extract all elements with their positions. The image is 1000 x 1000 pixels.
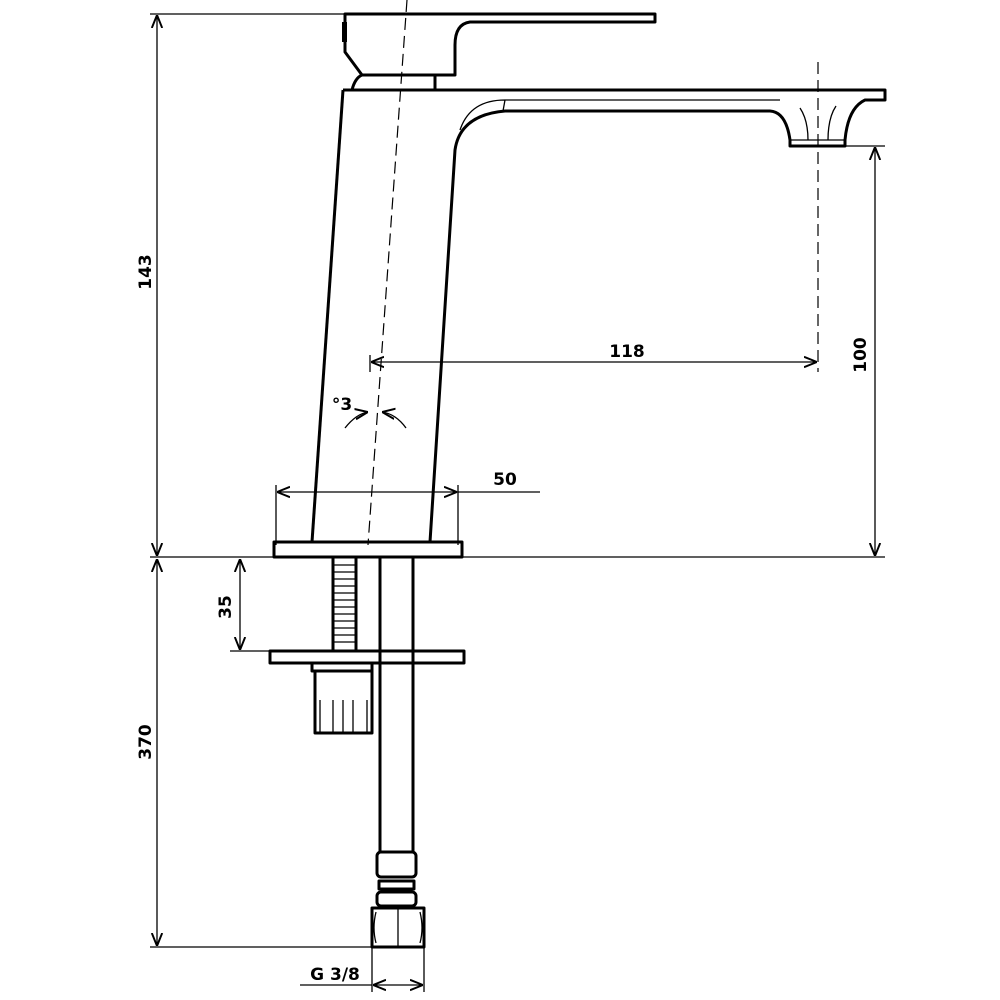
- mounting-plate: [268, 649, 466, 665]
- supply-hose: [370, 557, 426, 949]
- label-body-angle: °3: [332, 395, 352, 415]
- label-base-diameter: 50: [493, 470, 517, 490]
- lever-handle: [342, 12, 657, 91]
- extension-lines: [150, 13, 885, 992]
- label-hose-length: 370: [136, 724, 156, 760]
- label-total-height: 143: [136, 254, 156, 290]
- label-spout-height: 100: [851, 337, 871, 373]
- threaded-rod: [331, 555, 358, 653]
- label-deck-thickness: 35: [216, 595, 236, 619]
- dim-angle: [344, 412, 407, 429]
- label-spout-reach: 118: [609, 342, 645, 362]
- tap-body: [310, 88, 887, 543]
- fixing-nut: [310, 661, 374, 735]
- label-thread: G 3/8: [310, 965, 360, 985]
- body-centerline: [367, 0, 408, 546]
